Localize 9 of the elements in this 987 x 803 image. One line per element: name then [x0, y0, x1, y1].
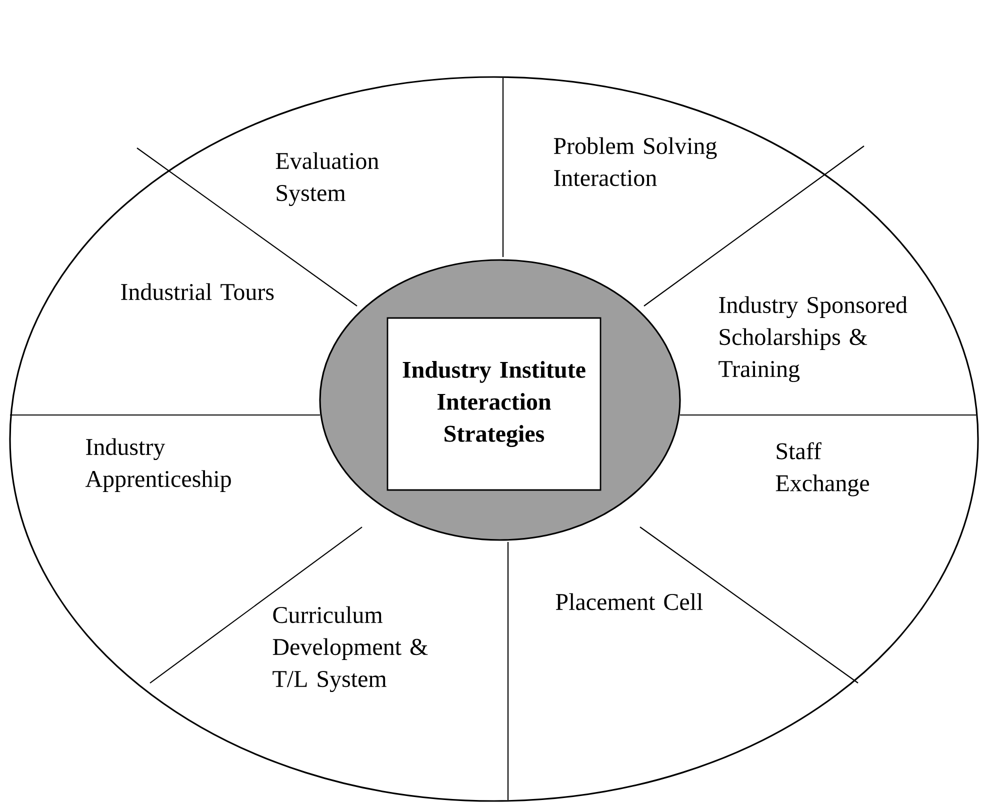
sector-label: Evaluation System — [276, 152, 379, 206]
sector-label: Industry Sponsored Scholarships & Training — [718, 296, 908, 382]
sector-label: Industry Apprenticeship — [85, 438, 231, 492]
sector-label: Industrial Tours — [121, 283, 274, 300]
sector-label: Placement Cell — [556, 593, 703, 610]
sector-label: Problem Solving Interaction — [554, 137, 717, 186]
sector-label: Staff Exchange — [776, 442, 869, 496]
sector-label: Curriculum Development & T/L System — [272, 606, 428, 692]
title-box: Industry Institute Interaction Strategies — [386, 317, 602, 491]
